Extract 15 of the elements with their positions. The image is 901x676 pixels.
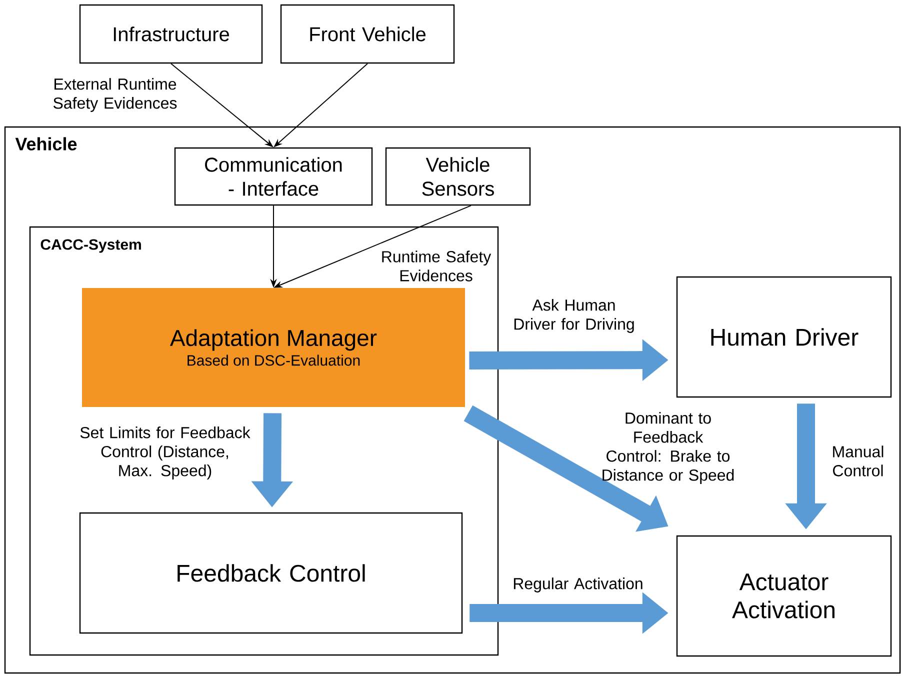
process-box: Feedback Control bbox=[79, 512, 463, 634]
process-box: Communication - Interface bbox=[174, 147, 373, 206]
edge-label: Set Limits for Feedback Control (Distance, Max. Speed) bbox=[80, 426, 250, 480]
edge-label: Regular Activation bbox=[514, 578, 642, 592]
edge-label: Dominant to Feedback Control: Brake to Distance or Speed bbox=[602, 412, 734, 484]
edge-label: Runtime Safety Evidences bbox=[382, 250, 492, 282]
process-box: Infrastructure bbox=[79, 4, 263, 64]
edge-label: Manual Control bbox=[833, 446, 884, 476]
process-box: Vehicle Sensors bbox=[385, 147, 531, 206]
process-box: Actuator Activation bbox=[676, 535, 892, 657]
process-box: Adaptation Manager Based on DSC-Evaluation bbox=[82, 288, 465, 407]
edge-label: External Runtime Safety Evidences bbox=[53, 78, 177, 112]
process-box: Human Driver bbox=[676, 276, 892, 398]
edge-label: Ask Human Driver for Driving bbox=[514, 299, 634, 333]
process-box: Front Vehicle bbox=[280, 4, 455, 64]
